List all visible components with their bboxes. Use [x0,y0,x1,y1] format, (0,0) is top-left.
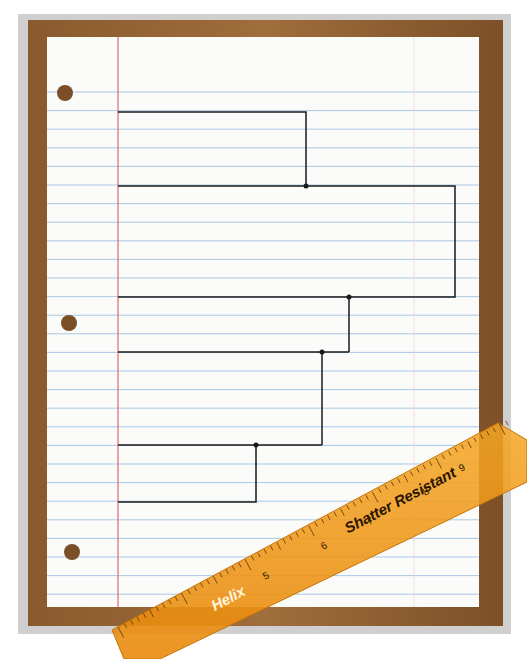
ruler-tick [366,495,368,499]
junction-dot [304,184,309,189]
ruler-tick [232,566,234,570]
ruler-tick [175,597,177,601]
ruler-tick [404,475,408,482]
punch-hole [64,544,80,560]
ruler-tick [163,603,165,607]
ruler-tick [156,607,158,611]
ruler-tick [423,465,425,469]
ruler-tick [398,478,400,482]
dendrogram-nodes [254,184,352,448]
ruler-tick [353,502,355,506]
ruler-tick [245,559,251,570]
ruler-tick [379,488,381,492]
ruler-tick [442,455,444,459]
ruler-ticks [118,421,508,638]
photo-shadow [18,14,511,634]
ruler-tick [271,546,273,550]
ruler-tick [252,556,254,560]
ruler-tick [131,620,133,624]
punch-hole [61,315,77,331]
ruler-tick [264,549,266,553]
ruler [112,423,527,659]
ruler-tick [296,532,298,536]
ruler-tick [321,519,323,523]
ruler-tick [328,515,330,519]
ruler-tick [220,573,222,577]
dendrogram-branch [118,444,322,446]
ruler-tick [455,448,457,452]
ruler-tick [213,576,217,583]
ruler-tick [201,583,203,587]
ruler-tick [302,529,304,533]
ruler-tick [258,553,260,557]
ruler-tick [347,505,349,509]
dendrogram-branch [118,445,256,502]
junction-dot [320,350,325,355]
ruler-tick [493,428,495,432]
dendrogram-branch [321,352,323,445]
ruler-tick [290,536,292,540]
ruler-tick [137,617,139,621]
punch-hole [57,85,73,101]
wooden-desk [28,20,503,626]
ruler-tick [391,482,393,486]
ruler-tick [487,431,489,435]
dendrogram-branch [118,186,455,297]
ruler-tick [341,509,345,516]
dendrogram-branch [348,297,350,352]
ruler-tick [226,570,228,574]
ruler-tick [150,610,154,617]
ruler-tick [277,542,281,549]
ruler-tick [506,421,508,425]
ruler-tick [372,492,378,503]
ruler-tick [194,586,196,590]
dendrogram-branch [118,351,349,353]
ruler-tick [436,458,442,469]
margin-line [117,37,118,607]
ruler-tick [169,600,171,604]
ruler-tick [474,438,476,442]
junction-dot [347,295,352,300]
ruler-tick [385,485,387,489]
ruler-tick [461,444,463,448]
ruler-tick [315,522,317,526]
ruler-tick [118,627,124,638]
ruler-tick [430,461,432,465]
ruler-tick [468,441,472,448]
ruler-tick [182,593,188,604]
ruler-tick [410,472,412,476]
ruler-tick [188,590,190,594]
ruler-tick [417,468,419,472]
dendrogram [118,112,455,502]
ruler-tick [360,499,362,503]
ruler-tick [309,526,315,537]
ruler-tick [207,580,209,584]
ruler-tick [334,512,336,516]
ruler-tick [499,424,505,435]
junction-dot [254,443,259,448]
ruler-tick [283,539,285,543]
ruler-tick [124,624,126,628]
ruler-tick [239,563,241,567]
ruler-tick [143,613,145,617]
ruler-tick [449,451,451,455]
ruler-tick [480,434,482,438]
dendrogram-branch [118,112,306,186]
